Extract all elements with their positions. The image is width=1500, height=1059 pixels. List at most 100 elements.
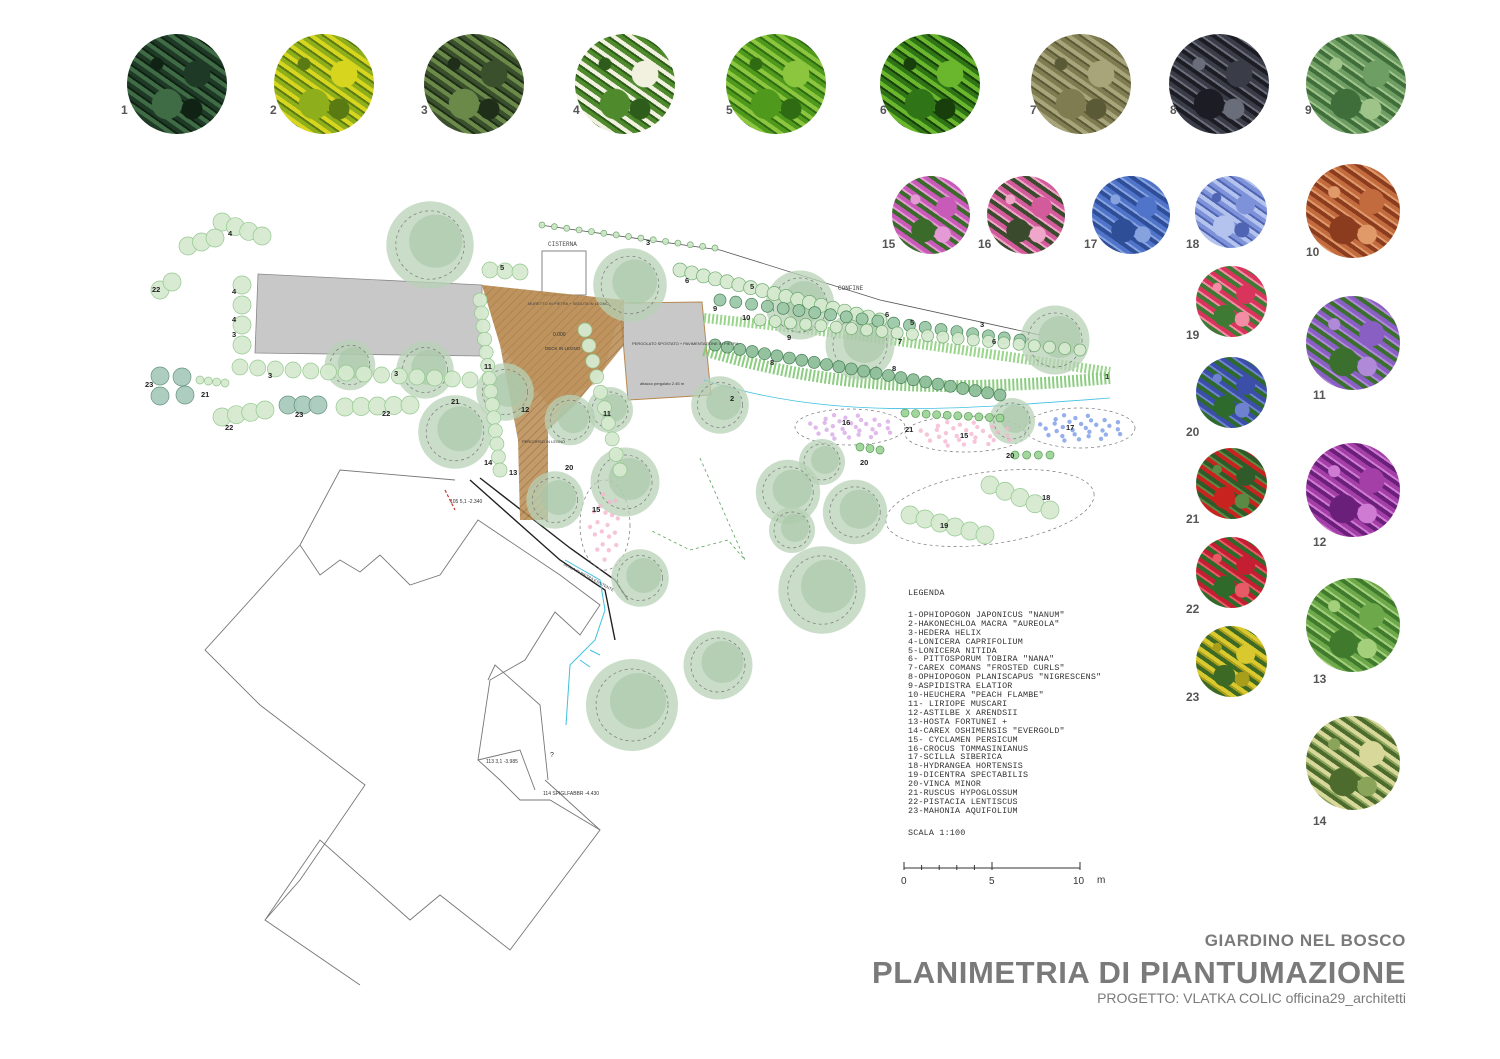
shrub — [150, 386, 170, 406]
shrub — [232, 335, 252, 355]
plant-tag: 17 — [1066, 423, 1074, 432]
shrub — [1033, 450, 1043, 460]
shrub — [807, 356, 821, 369]
shrub — [232, 275, 252, 295]
bulb-dot — [603, 510, 608, 515]
plant-tag: 20 — [1006, 451, 1014, 460]
bulb-dot — [945, 419, 950, 425]
tree-outline — [787, 555, 857, 625]
plant-tag: 8 — [770, 358, 774, 367]
shrub — [461, 371, 479, 389]
legend-item: 21-RUSCUS HYPOGLOSSUM — [908, 788, 1018, 799]
bulb-dot — [595, 519, 600, 525]
plant-photo-number: 13 — [1313, 672, 1327, 686]
shrub — [472, 292, 488, 308]
bulb-dot — [606, 548, 611, 553]
tree-canopy — [701, 641, 744, 683]
shrub — [581, 338, 597, 353]
shrub — [997, 336, 1011, 350]
shrub — [808, 306, 822, 319]
tree-outline — [803, 443, 841, 481]
bulb-dot — [1007, 437, 1012, 442]
plant-photo-23 — [1196, 626, 1267, 697]
legend-item: 10-HEUCHERA "PEACH FLAMBE" — [908, 690, 1044, 701]
shrub — [921, 329, 934, 343]
bulb-dot — [957, 422, 963, 427]
bulb-dot — [1103, 432, 1109, 437]
bulb-dot — [1043, 426, 1048, 431]
tree-outline — [829, 486, 881, 538]
plant-photo-number: 18 — [1186, 237, 1200, 251]
shrub — [551, 223, 558, 230]
bulb-dot — [1061, 413, 1067, 418]
shrub — [563, 224, 571, 232]
plant-tag: 3 — [394, 369, 398, 378]
scale-bar: 0 5 10 — [901, 862, 1085, 887]
shrub — [776, 302, 790, 315]
plant-tag: 13 — [509, 468, 517, 477]
bulb-dot — [848, 421, 854, 426]
scale-0: 0 — [901, 876, 907, 887]
shrub — [481, 371, 497, 386]
shrub — [232, 295, 252, 315]
tree-outline — [402, 347, 448, 393]
tree-canopy — [781, 514, 809, 542]
bulb-dot — [935, 423, 941, 429]
bulb-dot — [1083, 425, 1089, 431]
label-scala: SCALA IN PIETRA ESISTENTE — [563, 561, 616, 592]
legend-item: 8-OPHIOPOGON PLANISCAPUS "NIGRESCENS" — [908, 672, 1102, 683]
plant-photo-10 — [1306, 164, 1400, 258]
shrub — [906, 373, 920, 387]
shrub — [400, 395, 420, 415]
shrub — [172, 367, 192, 387]
shrub — [162, 272, 182, 292]
plant-tag: 2 — [730, 394, 734, 403]
shrub — [829, 320, 843, 334]
bulb-dot — [943, 439, 948, 444]
shrub — [373, 366, 390, 384]
shrub — [486, 410, 502, 426]
legend-item: 20-VINCA MINOR — [908, 779, 982, 790]
legend-item: 16-CROCUS TOMMASINIANUS — [908, 743, 1029, 754]
shrub — [758, 347, 771, 361]
bulb-dot — [607, 499, 613, 505]
label-deck: DECK IN LEGNO — [545, 346, 581, 351]
house-outline — [204, 469, 601, 986]
shrub — [784, 316, 797, 330]
shrub — [882, 369, 895, 382]
tree-outline — [600, 255, 660, 315]
shrub — [919, 375, 933, 389]
bulb-dot — [987, 434, 993, 439]
plant-tag: 6 — [992, 337, 996, 346]
shrub — [492, 462, 508, 478]
legend-item: 9-ASPIDISTRA ELATIOR — [908, 681, 1013, 692]
shrub — [795, 353, 809, 367]
legend-item: 12-ASTILBE X ARENDSII — [908, 707, 1018, 718]
bulb-dot — [975, 424, 980, 430]
shrub — [600, 415, 616, 431]
label-spot-1: 105 5,1 -2.340 — [450, 499, 482, 505]
bulb-dot — [936, 434, 942, 440]
shrub — [713, 293, 727, 307]
bulb-dot — [945, 443, 950, 448]
bulb-dot — [853, 424, 859, 430]
label-cisterna: CISTERNA — [548, 241, 577, 248]
bulb-dot — [1070, 427, 1075, 433]
shrub — [932, 410, 942, 420]
bulb-dot — [599, 529, 604, 534]
shrub — [335, 397, 355, 417]
bulb-dot — [887, 430, 893, 435]
legend-item: 22-PISTACIA LENTISCUS — [908, 796, 1018, 807]
plant-tag: 5 — [500, 263, 504, 272]
shrub — [593, 384, 608, 400]
shrub — [768, 315, 782, 328]
shrub — [481, 261, 499, 279]
legend-item: 17-SCILLA SIBERICA — [908, 752, 1003, 763]
tree-canopy — [772, 469, 812, 509]
shrub — [956, 382, 970, 395]
legend-item: 11- LIRIOPE MUSCARI — [908, 698, 1008, 709]
plant-photo-number: 23 — [1186, 690, 1200, 704]
tree-canopy — [706, 385, 742, 420]
bulb-dot — [816, 431, 821, 436]
scale-5: 5 — [989, 876, 995, 887]
